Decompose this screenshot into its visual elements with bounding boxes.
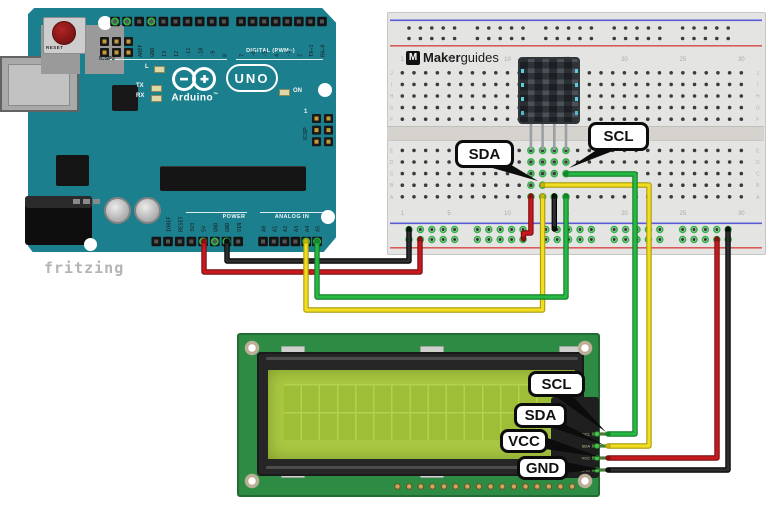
silk-line <box>260 211 323 213</box>
icsp-pin1-label: 1 <box>304 109 308 115</box>
fritzing-watermark: fritzing <box>44 259 125 277</box>
callout-lcd-scl: SCL <box>528 371 585 397</box>
callout-lcd-gnd: GND <box>517 456 568 480</box>
silk-line <box>110 59 227 61</box>
sensor-pin-marks <box>521 69 524 73</box>
led-l-label: L <box>145 64 149 70</box>
callout-sensor-scl: SCL <box>588 122 649 151</box>
callout-lcd-vcc: VCC <box>500 429 548 453</box>
callout-lcd-sda: SDA <box>514 403 567 428</box>
power-jack-top <box>25 196 92 208</box>
bezel-highlight <box>266 466 578 469</box>
power-caption: POWER <box>222 214 246 220</box>
digital-caption: DIGITAL (PWM~) <box>246 48 295 54</box>
silk-line <box>186 211 247 213</box>
usb-port-inner <box>8 64 70 106</box>
led-on <box>279 89 290 96</box>
uno-badge: UNO <box>226 64 278 92</box>
icsp2-label: ICSP2 <box>99 56 115 62</box>
logo-text-guides: guides <box>460 50 499 65</box>
led-rx <box>151 95 162 102</box>
reset-button-cap <box>52 21 76 45</box>
breadboard-center-gap <box>387 126 764 141</box>
led-l <box>154 66 165 73</box>
mounting-hole <box>98 16 112 30</box>
voltage-regulator <box>56 155 89 186</box>
capacitor <box>134 197 161 224</box>
mounting-hole <box>321 210 335 224</box>
arduino-infinity-logo <box>172 67 216 91</box>
reset-label: RESET <box>46 45 64 50</box>
mounting-hole <box>318 83 332 97</box>
atmega-chip <box>160 166 306 191</box>
capacitor <box>104 197 131 224</box>
silk-line <box>236 59 323 61</box>
led-rx-label: RX <box>136 93 145 99</box>
logo-text-maker: Maker <box>423 50 461 65</box>
mounting-hole <box>84 238 97 251</box>
usb-controller-chip <box>112 85 138 111</box>
led-tx <box>151 85 162 92</box>
makerguides-logo: M Makerguides <box>406 50 499 65</box>
dht12-sensor <box>518 57 580 124</box>
led-tx-label: TX <box>136 83 144 89</box>
arduino-wordmark: Arduino™ <box>171 92 219 104</box>
callout-sensor-sda: SDA <box>455 140 514 168</box>
analog-caption: ANALOG IN <box>274 214 310 220</box>
led-on-label: ON <box>293 88 302 94</box>
icsp-label: ICSP <box>303 127 309 140</box>
bezel-highlight <box>266 357 578 360</box>
makerguides-m-icon: M <box>406 50 420 65</box>
